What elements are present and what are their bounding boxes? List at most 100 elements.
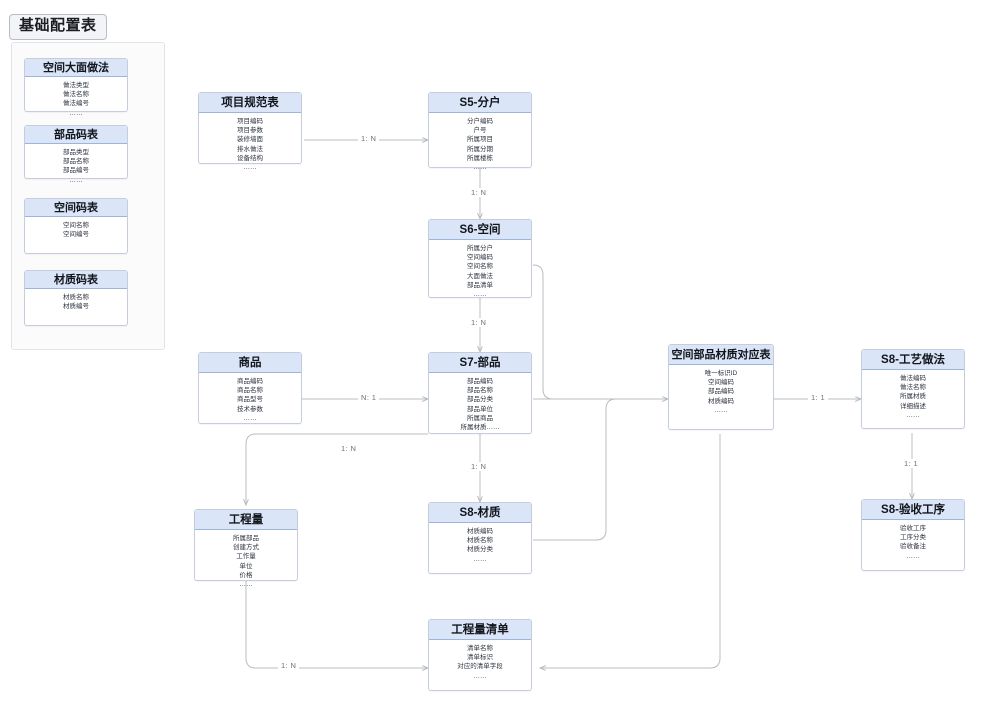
entity-field: 户号 xyxy=(473,127,487,135)
entity-field-list: 材质名称 材质编号 xyxy=(25,289,127,311)
entity-field: …… xyxy=(473,164,487,172)
entity-header: 空间部品材质对应表 xyxy=(669,345,773,365)
entity-field: 空间名称 xyxy=(467,263,493,271)
entity-field: 空间编号 xyxy=(63,231,89,239)
entity-field-list: 验收工序 工序分类 验收备注 …… xyxy=(862,520,964,561)
edge-label-mapping-to-process: 1: 1 xyxy=(808,393,829,402)
entity-s6-space[interactable]: S6-空间 所属分户 空间编码 空间名称 大面做法 部品清单 …… xyxy=(428,219,532,298)
entity-s7-component[interactable]: S7-部品 部品编码 部品名称 部品分类 部品单位 所属商品 所属材质…… xyxy=(428,352,532,434)
edge-label-quantity-to-list: 1: N xyxy=(278,661,300,670)
entity-field: 商品编码 xyxy=(237,378,263,385)
entity-header: 空间码表 xyxy=(25,199,127,217)
entity-field: 项目参数 xyxy=(237,127,263,135)
entity-component-code-table[interactable]: 部品码表 部品类型 部品名称 部品编号 …… xyxy=(24,125,128,184)
entity-s8-material[interactable]: S8-材质 材质编码 材质名称 材质分类 …… xyxy=(428,502,532,574)
entity-field: 所属分期 xyxy=(467,145,493,153)
entity-field: 材质编码 xyxy=(708,397,734,405)
entity-field-list: 项目编码 项目参数 装修墙面 排水做法 设备结构 …… xyxy=(199,113,301,172)
entity-field: 工序分类 xyxy=(900,534,926,542)
group-title-basic-config: 基础配置表 xyxy=(9,14,107,40)
entity-field: 唯一标识ID xyxy=(704,370,738,377)
entity-space-component-material-mapping[interactable]: 空间部品材质对应表 唯一标识ID 空间编码 部品编码 材质编码 …… xyxy=(668,344,774,430)
entity-field: 部品名称 xyxy=(63,158,89,166)
entity-field-list: 材质编码 材质名称 材质分类 …… xyxy=(429,523,531,564)
entity-field-list: 所属部品 创建方式 工作量 单位 价格 …… xyxy=(195,530,297,589)
entity-field-list: 商品编码 商品名称 商品型号 技术参数 …… xyxy=(199,373,301,423)
entity-field-list: 部品类型 部品名称 部品编号 …… xyxy=(25,144,127,185)
entity-field: 做法类型 xyxy=(63,82,89,89)
entity-field: 工作量 xyxy=(236,553,256,561)
entity-field: 技术参数 xyxy=(237,405,263,413)
edge-label-component-to-quantity: 1: N xyxy=(338,444,360,453)
entity-s8-process[interactable]: S8-工艺做法 做法编码 做法名称 所属材质 详细描述 …… xyxy=(861,349,965,429)
entity-header: 工程量 xyxy=(195,510,297,530)
entity-header: 项目规范表 xyxy=(199,93,301,113)
entity-field: …… xyxy=(239,581,253,589)
entity-field: 商品型号 xyxy=(237,396,263,404)
entity-field: 做法编号 xyxy=(63,100,89,108)
entity-field: 项目编码 xyxy=(237,118,263,125)
entity-field: …… xyxy=(473,555,487,563)
entity-field: 单位 xyxy=(239,562,253,570)
entity-field: …… xyxy=(906,552,920,560)
entity-material-code-table[interactable]: 材质码表 材质名称 材质编号 xyxy=(24,270,128,326)
entity-field-list: 唯一标识ID 空间编码 部品编码 材质编码 …… xyxy=(669,365,773,415)
entity-field-list: 所属分户 空间编码 空间名称 大面做法 部品清单 …… xyxy=(429,240,531,299)
entity-field: 创建方式 xyxy=(233,544,259,552)
entity-field: 材质分类 xyxy=(467,546,493,554)
entity-goods[interactable]: 商品 商品编码 商品名称 商品型号 技术参数 …… xyxy=(198,352,302,424)
entity-s8-acceptance[interactable]: S8-验收工序 验收工序 工序分类 验收备注 …… xyxy=(861,499,965,571)
entity-field: 所属材质…… xyxy=(460,424,500,432)
entity-field: 所属楼栋 xyxy=(467,154,493,162)
entity-header: 材质码表 xyxy=(25,271,127,289)
entity-field-list: 做法类型 做法名称 做法编号 …… xyxy=(25,77,127,118)
entity-field: …… xyxy=(243,414,257,422)
entity-project-spec[interactable]: 项目规范表 项目编码 项目参数 装修墙面 排水做法 设备结构 …… xyxy=(198,92,302,171)
entity-quantity[interactable]: 工程量 所属部品 创建方式 工作量 单位 价格 …… xyxy=(194,509,298,588)
entity-field: 部品清单 xyxy=(467,281,493,289)
entity-field: 所属部品 xyxy=(233,535,259,542)
edge-label-space-to-component: 1: N xyxy=(468,318,490,327)
entity-header: 工程量清单 xyxy=(429,620,531,640)
entity-field: 部品分类 xyxy=(467,396,493,404)
entity-field: …… xyxy=(906,411,920,419)
entity-header: S6-空间 xyxy=(429,220,531,240)
entity-header: S7-部品 xyxy=(429,353,531,373)
entity-field: 部品类型 xyxy=(63,149,89,156)
entity-field: 部品编号 xyxy=(63,167,89,175)
entity-field: 部品编码 xyxy=(708,388,734,396)
entity-field-list: 部品编码 部品名称 部品分类 部品单位 所属商品 所属材质…… xyxy=(429,373,531,432)
entity-field: 材质编码 xyxy=(467,528,493,535)
entity-field: 空间编码 xyxy=(467,254,493,262)
entity-s5-household[interactable]: S5-分户 分户编码 户号 所属项目 所属分期 所属楼栋 …… xyxy=(428,92,532,171)
entity-space-code-table[interactable]: 空间码表 空间名称 空间编号 xyxy=(24,198,128,254)
entity-field: 空间名称 xyxy=(63,222,89,229)
entity-field: 材质名称 xyxy=(467,537,493,545)
entity-field: 所属分户 xyxy=(467,245,493,252)
entity-field: 详细描述 xyxy=(900,402,926,410)
entity-field-list: 做法编码 做法名称 所属材质 详细描述 …… xyxy=(862,370,964,420)
entity-field: 验收工序 xyxy=(900,525,926,532)
edge-label-spec-to-household: 1: N xyxy=(358,134,380,143)
entity-field: …… xyxy=(473,291,487,299)
entity-field: 对应的清单字段 xyxy=(457,663,503,671)
entity-field: 排水做法 xyxy=(237,145,263,153)
entity-header: 部品码表 xyxy=(25,126,127,144)
entity-field: 所属项目 xyxy=(467,136,493,144)
entity-field: 分户编码 xyxy=(467,118,493,125)
entity-field: …… xyxy=(69,176,83,184)
entity-field-list: 清单名称 清单标识 对应的清单字段 …… xyxy=(429,640,531,681)
entity-field: …… xyxy=(473,672,487,680)
entity-field: 部品编码 xyxy=(467,378,493,385)
entity-field: 清单名称 xyxy=(467,645,493,652)
entity-header: S8-验收工序 xyxy=(862,500,964,520)
entity-field: 验收备注 xyxy=(900,543,926,551)
entity-quantity-list[interactable]: 工程量清单 清单名称 清单标识 对应的清单字段 …… xyxy=(428,619,532,691)
entity-field: …… xyxy=(69,109,83,117)
entity-space-surface-method[interactable]: 空间大面做法 做法类型 做法名称 做法编号 …… xyxy=(24,58,128,117)
entity-field: 空间编码 xyxy=(708,379,734,387)
entity-field: 商品名称 xyxy=(237,387,263,395)
entity-field: …… xyxy=(243,164,257,172)
entity-field: 价格 xyxy=(239,571,253,579)
